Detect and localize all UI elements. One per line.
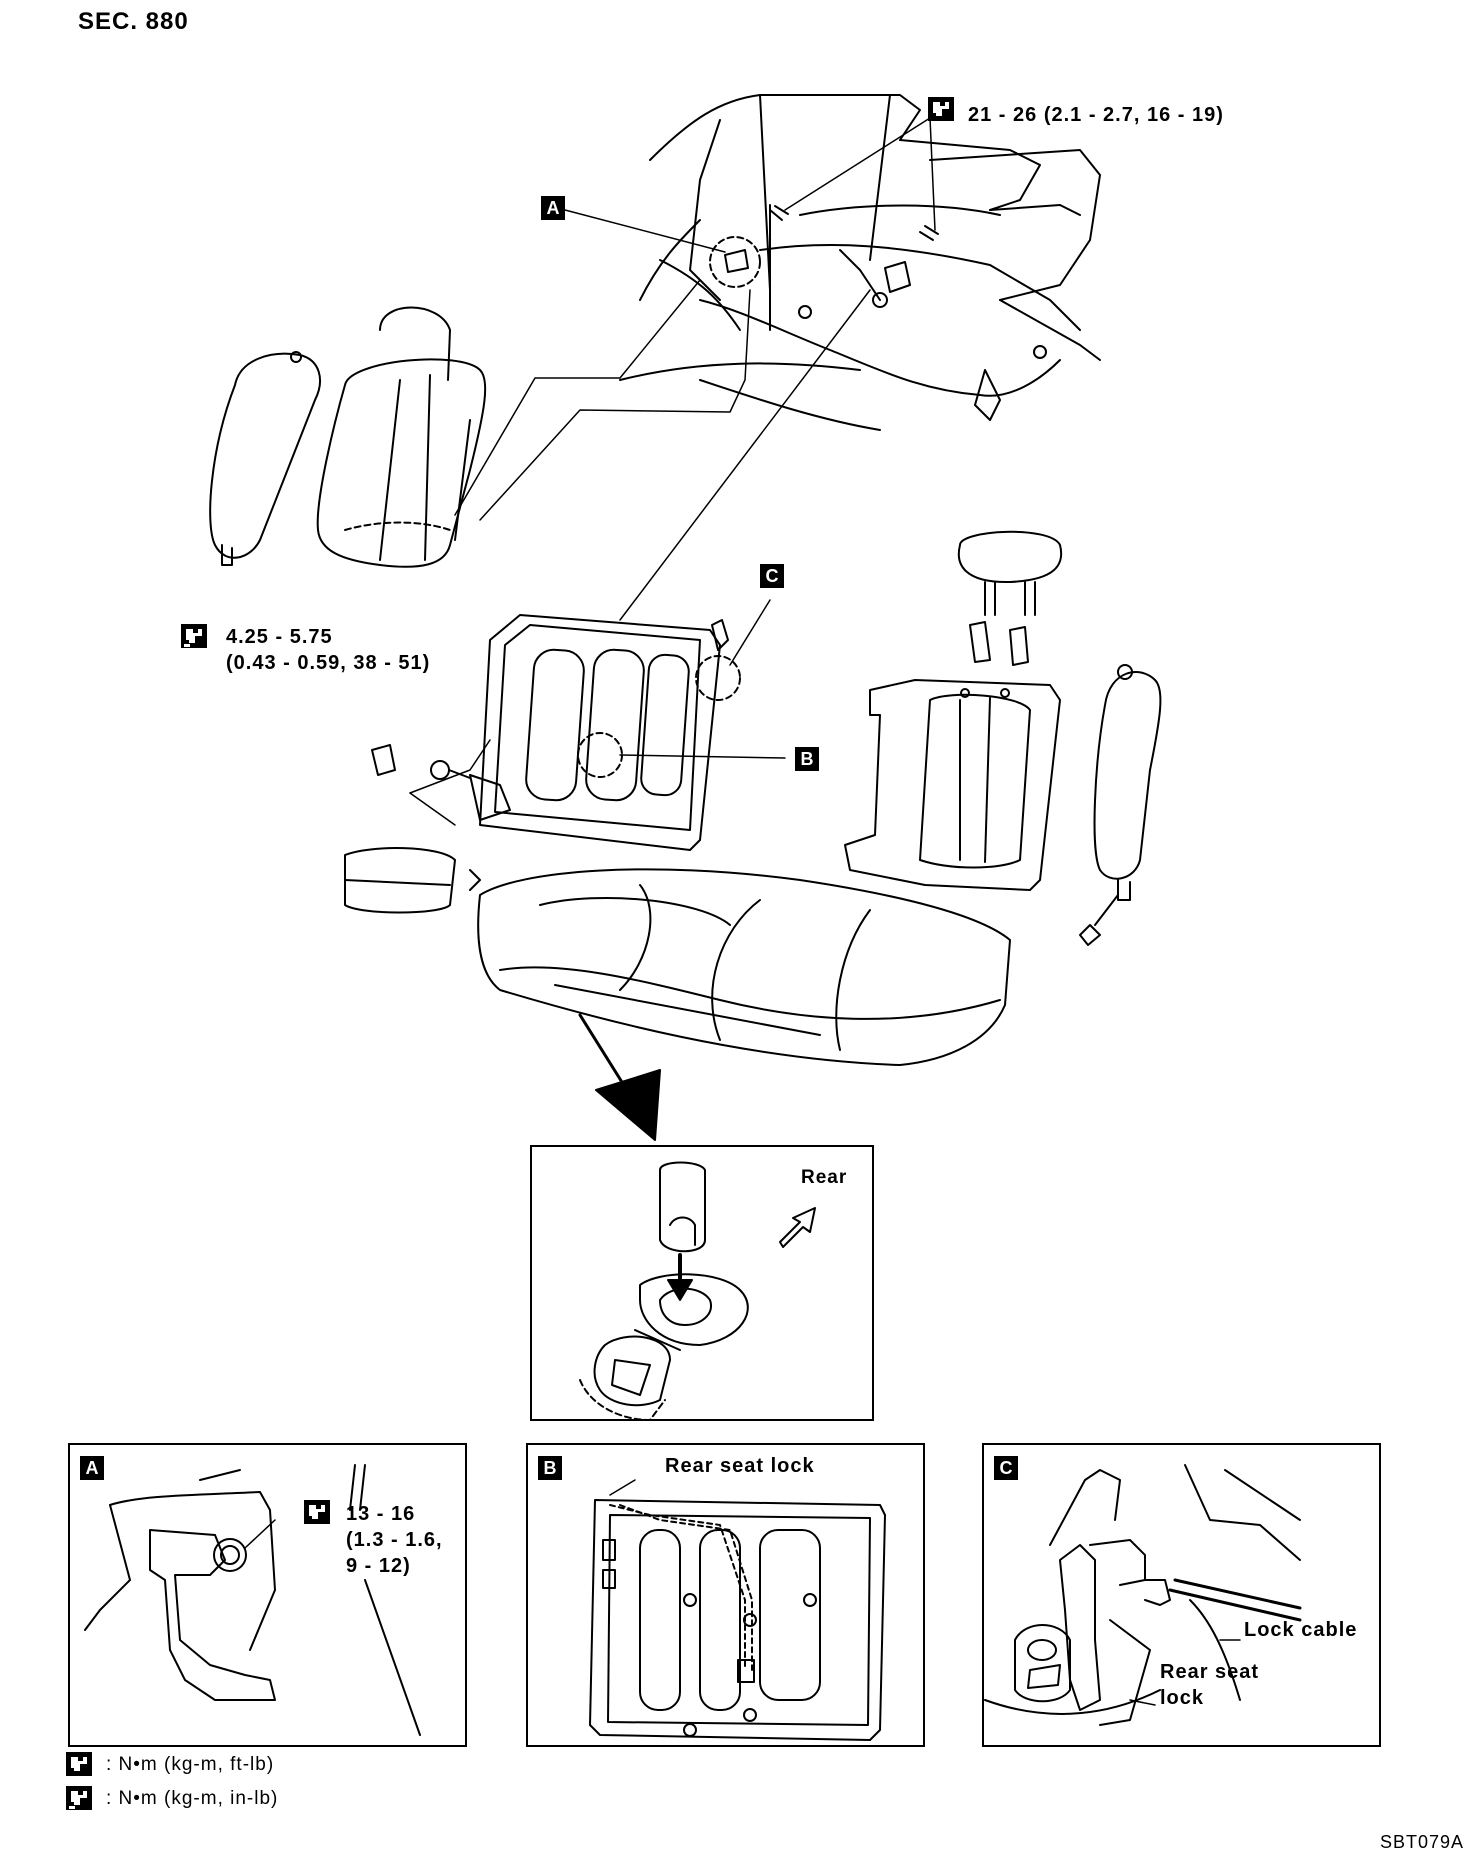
inset-pointer-arrow — [578, 1013, 661, 1141]
seat-side-pad-left-art — [209, 351, 321, 566]
torque-wrench-in-lb-icon — [66, 1786, 92, 1810]
legend-ft-lb: : N•m (kg-m, ft-lb) — [106, 1754, 275, 1775]
detail-panel-a — [68, 1443, 467, 1747]
torque-spec-mid-line2: (0.43 - 0.59, 38 - 51) — [226, 652, 431, 674]
torque-wrench-icon — [928, 97, 954, 121]
latch-detail-inset — [530, 1145, 874, 1421]
legend-in-lb: : N•m (kg-m, in-lb) — [106, 1788, 279, 1809]
seatback-right-art — [844, 679, 1061, 891]
inset-latch-art-top — [579, 1161, 816, 1421]
detail-panel-c — [982, 1443, 1381, 1747]
torque-wrench-icon — [66, 1752, 92, 1776]
seatback-left-art — [316, 306, 487, 568]
callout-c: C — [760, 564, 784, 588]
vehicle-body-art — [564, 94, 1101, 431]
detail-b-art-top — [589, 1479, 886, 1741]
torque-wrench-in-lb-icon — [181, 624, 207, 648]
detail-a-torque-line3: 9 - 12) — [346, 1555, 411, 1577]
seat-cushion-art — [477, 868, 1011, 1066]
figure-code: SBT079A — [1380, 1832, 1465, 1852]
torque-wrench-icon — [304, 1500, 330, 1524]
direction-label-rear: Rear — [801, 1167, 848, 1188]
detail-a-art-top — [84, 1464, 421, 1736]
section-number: SEC. 880 — [78, 8, 189, 35]
seat-side-pad-right-art — [1079, 664, 1162, 946]
detail-a-torque-line1: 13 - 16 — [346, 1503, 416, 1525]
detail-a-torque-line2: (1.3 - 1.6, — [346, 1529, 443, 1551]
callout-a: A — [541, 196, 565, 220]
headrest-art — [957, 530, 1063, 666]
detail-c-art-top — [984, 1464, 1302, 1726]
assembly-leader-lines — [409, 279, 871, 826]
detail-c-callout: C — [994, 1456, 1018, 1480]
detail-a-callout: A — [80, 1456, 104, 1480]
torque-spec-upper: 21 - 26 (2.1 - 2.7, 16 - 19) — [968, 104, 1224, 126]
armrest-art — [344, 847, 481, 914]
detail-c-rear-seat-lock-label-2: lock — [1160, 1687, 1205, 1709]
detail-c-rear-seat-lock-label-1: Rear seat — [1160, 1661, 1260, 1683]
callout-b: B — [795, 747, 819, 771]
seat-frame-art — [371, 599, 786, 851]
detail-b-rear-seat-lock-label: Rear seat lock — [665, 1455, 815, 1477]
torque-spec-mid-line1: 4.25 - 5.75 — [226, 626, 333, 648]
detail-c-lock-cable-label: Lock cable — [1244, 1619, 1358, 1641]
detail-b-callout: B — [538, 1456, 562, 1480]
